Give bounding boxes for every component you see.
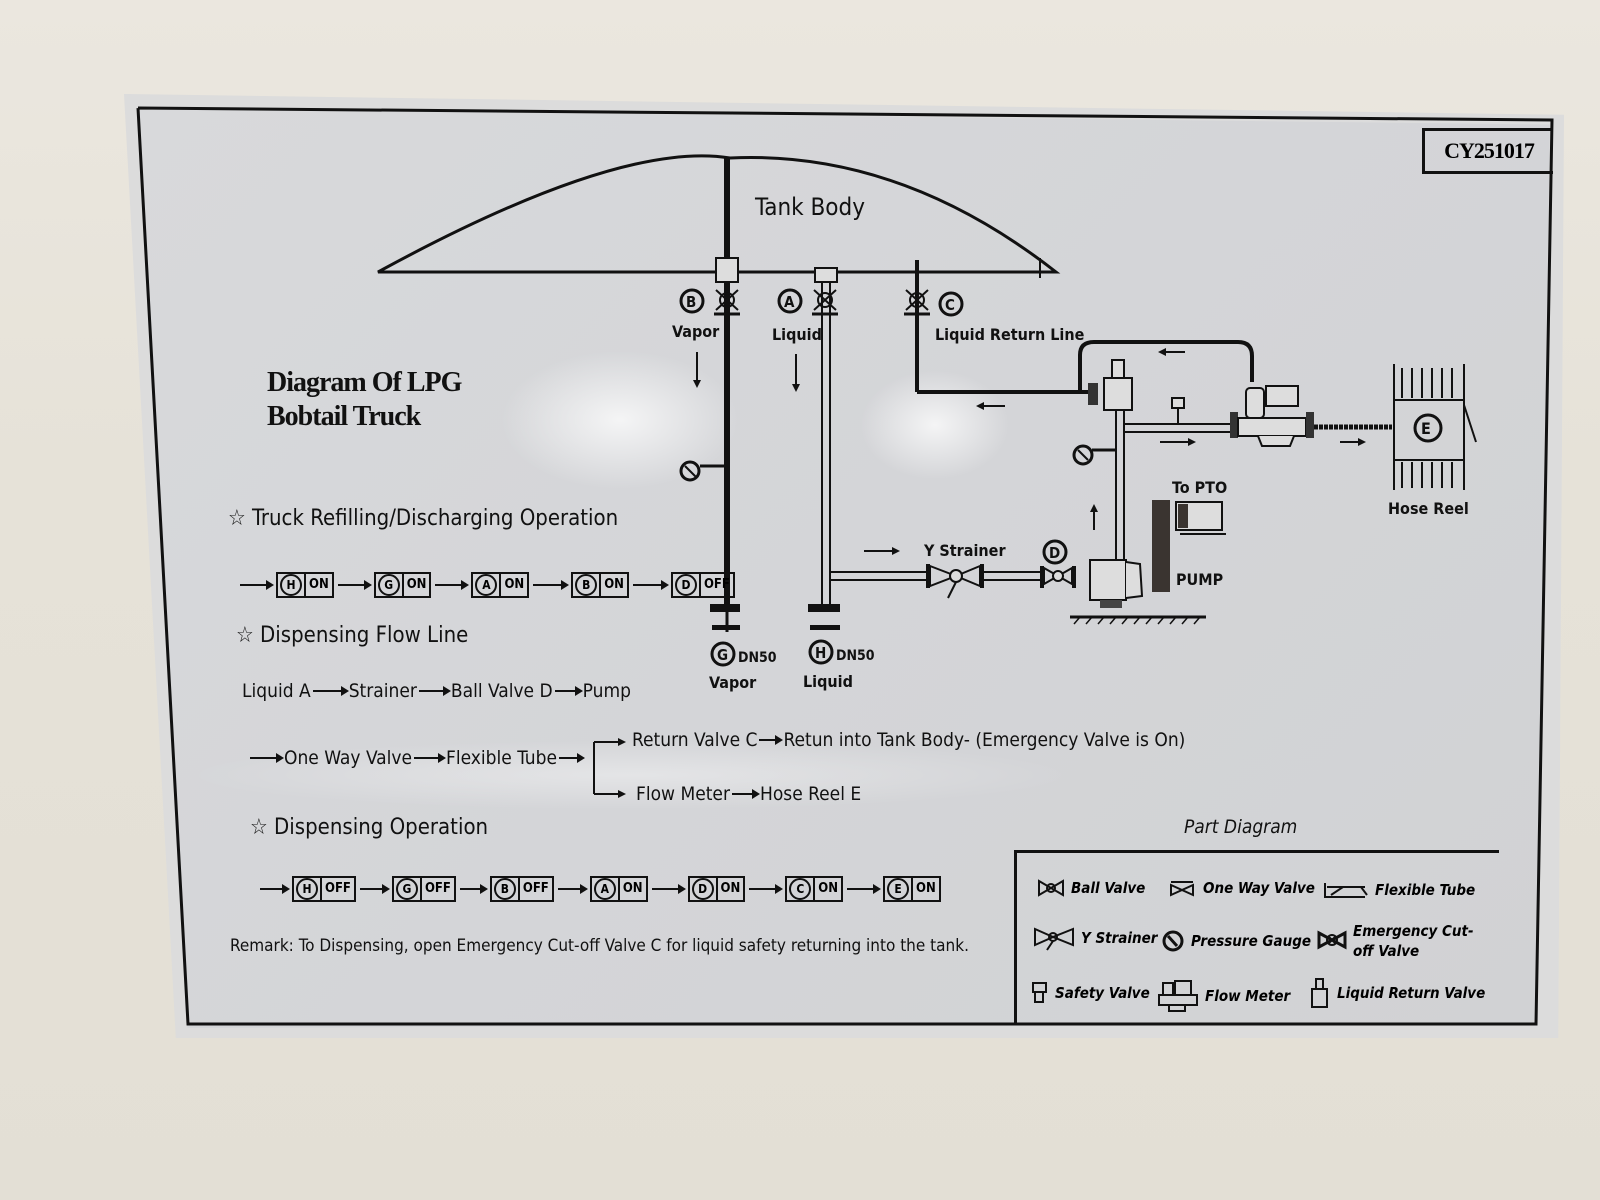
legend-item: Emergency Cut-off Valve (1317, 921, 1483, 961)
label-liquid-a: Liquid (772, 325, 822, 344)
legend-title: Part Diagram (1184, 816, 1298, 838)
diagram-title-line2: Bobtail Truck (267, 401, 421, 432)
hose-reel-e: E (1393, 364, 1477, 490)
one-way-valve-icon (1170, 881, 1194, 897)
safety-valve-icon (1032, 982, 1047, 1003)
return-line-c (904, 260, 1254, 410)
legend-item: Safety Valve (1031, 981, 1150, 1005)
legend-item: Ball Valve (1037, 879, 1145, 897)
flow-line-1: Liquid A Strainer Ball Valve D Pump (242, 680, 631, 702)
diagram-title-line1: Diagram Of LPG (267, 367, 462, 398)
valve-badge-d: D (1042, 539, 1068, 565)
outlet-g-label: Vapor (709, 673, 757, 692)
flow-branch-bottom: Flow Meter Hose Reel E (636, 783, 862, 805)
flow-meter-line (1124, 397, 1232, 446)
flow-line-2: One Way Valve Flexible Tube (248, 747, 585, 769)
svg-text:G: G (717, 646, 728, 664)
label-hose-reel: Hose Reel (1388, 499, 1469, 518)
ball-valve-icon (1038, 879, 1064, 897)
suction-pipe (830, 547, 1076, 599)
pump (1070, 500, 1226, 625)
liquid-return-valve (1072, 359, 1133, 560)
label-pump: PUMP (1176, 570, 1223, 589)
flow-meter-icon (1158, 980, 1198, 1012)
label-vapor-b: Vapor (672, 322, 720, 341)
pressure-gauge-icon (1162, 930, 1184, 952)
legend-item: One Way Valve (1169, 879, 1315, 897)
emergency-cutoff-valve-icon (1317, 930, 1347, 950)
flexible-tube-icon (1324, 883, 1368, 898)
legend-item: Flexible Tube (1323, 881, 1475, 899)
svg-text:H: H (815, 644, 826, 662)
star-icon: ☆ (228, 506, 253, 531)
legend-item: Y Strainer (1033, 925, 1157, 951)
plate-code: CY251017 (1422, 128, 1553, 174)
outlet-h-size: DN50 (836, 648, 875, 664)
y-strainer-icon (1034, 927, 1074, 951)
refill-heading: ☆ Truck Refilling/Discharging Operation (228, 506, 619, 531)
legend-box: Ball Valve One Way Valve Flexible Tube Y… (1014, 850, 1499, 1025)
valve-badge-g: G (710, 641, 736, 667)
label-to-pto: To PTO (1172, 478, 1227, 497)
svg-text:B: B (686, 293, 696, 311)
valve-badge-a: A (777, 288, 803, 314)
svg-text:C: C (945, 296, 955, 314)
outlet-g-size: DN50 (738, 650, 777, 666)
tank-body-label: Tank Body (754, 193, 865, 221)
liquid-return-valve-icon (1311, 978, 1328, 1008)
svg-text:E: E (1421, 419, 1431, 438)
valve-badge-c: C (938, 291, 964, 317)
star-icon: ☆ (250, 815, 275, 840)
valve-badge-b: B (679, 288, 705, 314)
label-y-strainer: Y Strainer (923, 541, 1006, 560)
svg-text:D: D (1049, 544, 1060, 562)
star-icon: ☆ (236, 623, 261, 648)
liquid-pipe-a (808, 267, 840, 630)
flow-line-heading: ☆ Dispensing Flow Line (236, 623, 469, 648)
valve-badge-h: H (808, 639, 834, 665)
flow-branch-top: Return Valve C Retun into Tank Body- (Em… (632, 729, 1186, 751)
outlet-h-label: Liquid (803, 672, 853, 691)
remark-text: Remark: To Dispensing, open Emergency Cu… (230, 936, 969, 956)
svg-text:A: A (784, 293, 795, 311)
legend-item: Liquid Return Valve (1309, 977, 1485, 1009)
legend-item: Pressure Gauge (1161, 929, 1311, 953)
flow-meter (1230, 385, 1392, 447)
label-liquid-return: Liquid Return Line (935, 325, 1085, 344)
vapor-pipe-b (679, 158, 740, 632)
sign-panel (138, 108, 1550, 1028)
legend-item: Flow Meter (1155, 979, 1290, 1013)
dispensing-heading: ☆ Dispensing Operation (250, 815, 489, 840)
